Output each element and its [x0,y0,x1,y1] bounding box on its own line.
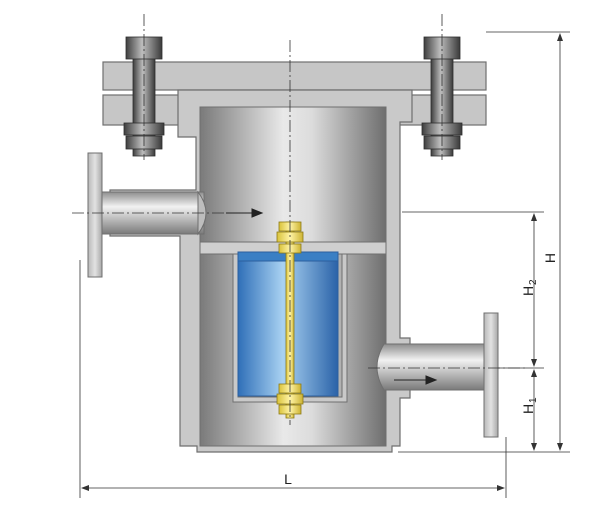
svg-text:H: H [520,404,536,414]
top-cover-flange-upper [102,61,487,91]
outlet-pipe [376,343,489,391]
svg-text:1: 1 [528,397,539,403]
inlet-flange [87,152,103,278]
dimension-label-l: L [284,471,292,487]
dimension-label-h: H [542,253,558,263]
dimension-label-h2: H 2 [520,279,539,296]
svg-text:H: H [520,286,536,296]
flow-arrows [226,208,438,385]
dimension-label-h1: H 1 [520,397,539,414]
center-lines [72,14,528,425]
outlet-flange [483,312,499,438]
dimension-lines [79,31,570,498]
svg-text:2: 2 [528,279,539,285]
upper-chamber [199,106,387,243]
dimension-arrowheads [81,33,563,491]
